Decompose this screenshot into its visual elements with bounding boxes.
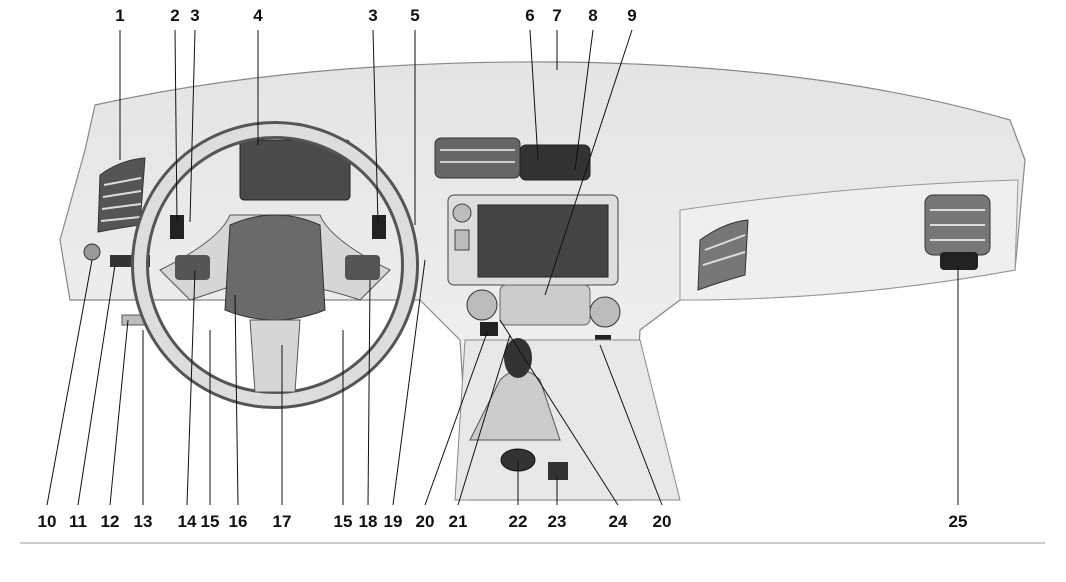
climate-controls	[466, 284, 621, 349]
callout-leader-c16	[234, 294, 239, 506]
callout-leader-c24	[499, 319, 619, 506]
right-center-vent	[697, 219, 749, 291]
callout-label-c22: 22	[508, 512, 528, 531]
callout-label-c17: 17	[272, 512, 292, 531]
callout-label-c1: 1	[115, 6, 125, 25]
callout-leader-c18	[367, 279, 371, 506]
callout-label-c6: 6	[525, 6, 535, 25]
callout-label-c24: 24	[608, 512, 628, 531]
callout-label-c10: 10	[37, 512, 57, 531]
callout-label-c16: 16	[228, 512, 248, 531]
left-air-vent	[97, 157, 146, 233]
callout-label-c5: 5	[410, 6, 420, 25]
infotainment-screen	[447, 194, 619, 286]
callout-label-c12: 12	[100, 512, 120, 531]
callout-leader-c6	[529, 29, 539, 161]
callout-leader-c8	[574, 29, 594, 171]
callout-label-c19: 19	[383, 512, 403, 531]
right-air-vent	[924, 194, 991, 270]
callout-leader-c21	[457, 334, 511, 506]
callout-label-c2: 2	[170, 6, 180, 25]
callout-label-c23: 23	[547, 512, 567, 531]
callout-leader-c20b	[599, 344, 663, 506]
callout-leader-c9	[544, 29, 633, 296]
callout-label-c20b: 20	[652, 512, 672, 531]
callout-leader-c19	[392, 259, 426, 506]
callout-label-c14: 14	[177, 512, 197, 531]
callout-leader-c3b	[372, 29, 379, 223]
callout-label-c15: 15	[200, 512, 220, 531]
callout-label-c3b: 3	[368, 6, 378, 25]
headlamp-control	[83, 243, 101, 261]
callout-leader-c20	[424, 329, 489, 506]
shift-lever	[469, 338, 561, 441]
callout-label-c13: 13	[133, 512, 153, 531]
callout-leader-c10	[46, 259, 93, 506]
callout-leader-c3	[189, 29, 196, 223]
callout-label-c3: 3	[190, 6, 200, 25]
callout-label-c18: 18	[358, 512, 378, 531]
callout-leader-c11	[77, 264, 116, 506]
callout-label-c21: 21	[448, 512, 468, 531]
console-switch	[548, 462, 568, 480]
callout-label-c15b: 15	[333, 512, 353, 531]
callout-label-c9: 9	[627, 6, 637, 25]
callout-leader-c14	[186, 269, 196, 506]
steering-wheel	[131, 121, 419, 409]
callout-label-c11: 11	[69, 512, 87, 531]
callout-label-c8: 8	[588, 6, 598, 25]
callout-label-c20: 20	[415, 512, 435, 531]
callout-label-c25: 25	[948, 512, 968, 531]
callout-leader-c12	[109, 319, 129, 506]
callout-label-c4: 4	[253, 6, 263, 25]
callout-leader-c2	[174, 29, 178, 223]
callout-label-c7: 7	[552, 6, 562, 25]
